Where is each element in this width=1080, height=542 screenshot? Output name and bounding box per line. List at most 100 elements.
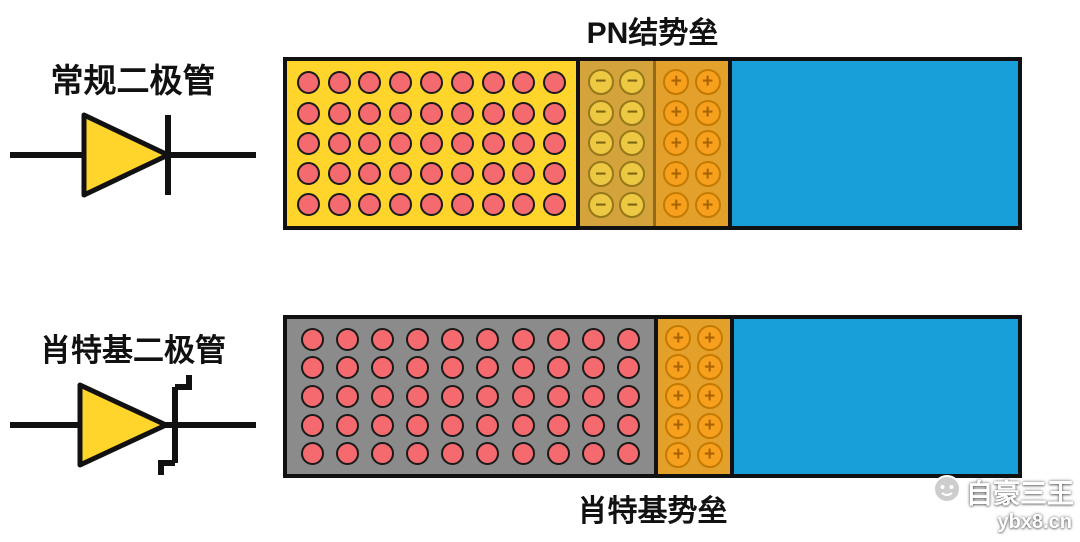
hole-particle: [512, 131, 536, 155]
conventional-diode-label: 常规二极管: [50, 62, 216, 99]
schottky-junction-bar: ++++++++++: [283, 315, 1022, 478]
pn-barrier-title: PN结势垒: [586, 17, 719, 50]
hole-particle: [389, 192, 413, 216]
n-region: [734, 319, 1018, 474]
hole-particle: [441, 384, 465, 408]
hole-particle: [511, 442, 535, 466]
hole-particle: [301, 327, 325, 351]
hole-particle: [358, 131, 382, 155]
depletion-positive-region: ++++++++++: [656, 61, 732, 226]
plus-particle: +: [694, 99, 721, 126]
plus-particle: +: [665, 441, 692, 468]
plus-particle: +: [665, 354, 692, 381]
hole-particle: [581, 442, 605, 466]
hole-particle: [336, 356, 360, 380]
hole-particle: [581, 384, 605, 408]
hole-particle: [406, 356, 430, 380]
plus-particle: +: [665, 412, 692, 439]
particle-row: [289, 413, 652, 437]
hole-particle: [450, 162, 474, 186]
minus-particle: −: [587, 68, 614, 95]
particle-row: −−: [582, 68, 651, 95]
hole-particle: [512, 162, 536, 186]
hole-particle: [358, 162, 382, 186]
hole-particle: [543, 192, 567, 216]
pn-junction-bar: −−−−−−−−−− ++++++++++: [283, 57, 1022, 230]
minus-particle: −: [587, 99, 614, 126]
particle-row: ++: [660, 354, 728, 381]
hole-particle: [543, 71, 567, 95]
hole-particle: [481, 71, 505, 95]
plus-particle: +: [663, 68, 690, 95]
hole-particle: [371, 384, 395, 408]
hole-particle: [336, 442, 360, 466]
particle-row: −−: [582, 192, 651, 219]
minus-particle: −: [587, 130, 614, 157]
hole-particle: [296, 101, 320, 125]
hole-particle: [476, 356, 500, 380]
hole-particle: [512, 101, 536, 125]
particle-row: [289, 101, 574, 125]
schottky-top-hook: [175, 375, 192, 390]
metal-region: [287, 319, 658, 474]
plus-particle: +: [694, 68, 721, 95]
plus-particle: +: [694, 130, 721, 157]
plus-particle: +: [665, 325, 692, 352]
hole-particle: [301, 356, 325, 380]
hole-particle: [301, 384, 325, 408]
hole-particle: [389, 131, 413, 155]
depletion-negative-region: −−−−−−−−−−: [580, 61, 656, 226]
p-region: [287, 61, 580, 226]
particle-row: [289, 192, 574, 216]
hole-particle: [481, 101, 505, 125]
hole-particle: [336, 327, 360, 351]
minus-particle: −: [619, 161, 646, 188]
minus-particle: −: [619, 130, 646, 157]
particle-row: [289, 384, 652, 408]
plus-particle: +: [663, 130, 690, 157]
hole-particle: [481, 192, 505, 216]
hole-particle: [358, 71, 382, 95]
minus-particle: −: [619, 99, 646, 126]
hole-particle: [419, 192, 443, 216]
hole-particle: [450, 101, 474, 125]
hole-particle: [616, 356, 640, 380]
hole-particle: [301, 442, 325, 466]
minus-particle: −: [587, 192, 614, 219]
hole-particle: [406, 442, 430, 466]
minus-particle: −: [619, 192, 646, 219]
particle-row: ++: [660, 325, 728, 352]
hole-particle: [546, 442, 570, 466]
hole-particle: [511, 413, 535, 437]
schottky-bottom-hook: [158, 460, 175, 475]
hole-particle: [511, 384, 535, 408]
plus-particle: +: [663, 99, 690, 126]
hole-particle: [616, 442, 640, 466]
schottky-barrier-title: 肖特基势垒: [577, 495, 728, 528]
hole-particle: [512, 192, 536, 216]
hole-particle: [581, 413, 605, 437]
particle-row: ++: [658, 99, 726, 126]
hole-particle: [327, 192, 351, 216]
hole-particle: [546, 356, 570, 380]
hole-particle: [327, 131, 351, 155]
particle-row: [289, 442, 652, 466]
hole-particle: [546, 327, 570, 351]
hole-particle: [327, 162, 351, 186]
hole-particle: [371, 356, 395, 380]
hole-particle: [336, 413, 360, 437]
minus-particle: −: [587, 161, 614, 188]
hole-particle: [481, 131, 505, 155]
plus-particle: +: [665, 383, 692, 410]
hole-particle: [543, 101, 567, 125]
hole-particle: [450, 71, 474, 95]
particle-row: ++: [658, 130, 726, 157]
watermark-name: 自豪三王: [966, 479, 1074, 509]
hole-particle: [512, 71, 536, 95]
particle-row: ++: [660, 441, 728, 468]
hole-particle: [406, 413, 430, 437]
hole-particle: [616, 327, 640, 351]
minus-particle: −: [619, 68, 646, 95]
hole-particle: [327, 71, 351, 95]
